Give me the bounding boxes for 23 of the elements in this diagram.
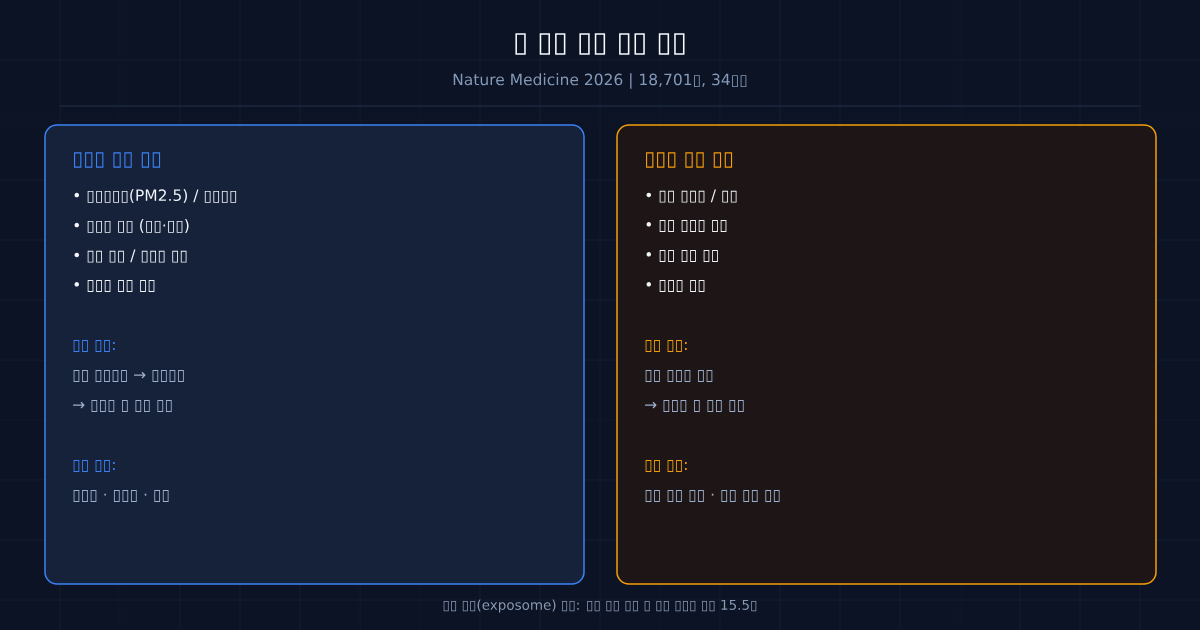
section-label: ▯▯ ▯▯: (73, 340, 115, 352)
section-label: ▯▯ ▯▯: (73, 460, 115, 472)
panel-heading: ▯▯▯ ▯▯ ▯▯ (74, 152, 161, 168)
bullet-item: • ▯▯ ▯▯ ▯▯ (646, 250, 718, 262)
body-text: → ▯▯▯ ▯ ▯▯ ▯▯ (645, 400, 744, 412)
subtitle: Nature Medicine 2026 | 18,701▯, 34▯▯ (453, 73, 747, 89)
body-text: ▯▯ ▯▯ ▯▯ · ▯▯ ▯▯ ▯▯ (645, 490, 780, 502)
body-text: ▯▯ ▯▯▯▯ → ▯▯▯▯ (73, 370, 184, 382)
body-text: → ▯▯▯ ▯ ▯▯ ▯▯ (73, 400, 172, 412)
bullet-item: • ▯▯ ▯▯ / ▯▯▯ ▯▯ (74, 249, 187, 263)
footnote: ▯▯ ▯▯(exposome) ▯▯: ▯▯ ▯▯ ▯▯ ▯ ▯▯ ▯▯▯ ▯▯ 15.5▯ (443, 599, 757, 613)
body-text: ▯▯▯ · ▯▯▯ · ▯▯ (73, 490, 169, 502)
title: ▯ ▯▯ ▯▯ ▯▯ ▯▯ (515, 33, 685, 55)
bullet-item: • ▯▯▯ ▯▯ ▯▯ (74, 280, 155, 292)
section-label: ▯▯ ▯▯: (645, 340, 687, 352)
panel-heading: ▯▯▯ ▯▯ ▯▯ (646, 152, 733, 168)
bullet-item: • ▯▯ ▯▯▯ ▯▯ (646, 220, 727, 232)
bullet-item: • ▯▯▯ ▯▯ (▯▯·▯▯) (74, 219, 189, 233)
body-text: ▯▯ ▯▯▯ ▯▯ (645, 370, 713, 382)
bullet-item: • ▯▯▯▯▯(PM2.5) / ▯▯▯▯ (74, 189, 237, 203)
bullet-item: • ▯▯▯ ▯▯ (646, 280, 705, 292)
section-label: ▯▯ ▯▯: (645, 460, 687, 472)
bullet-item: • ▯▯ ▯▯▯ / ▯▯ (646, 189, 737, 203)
